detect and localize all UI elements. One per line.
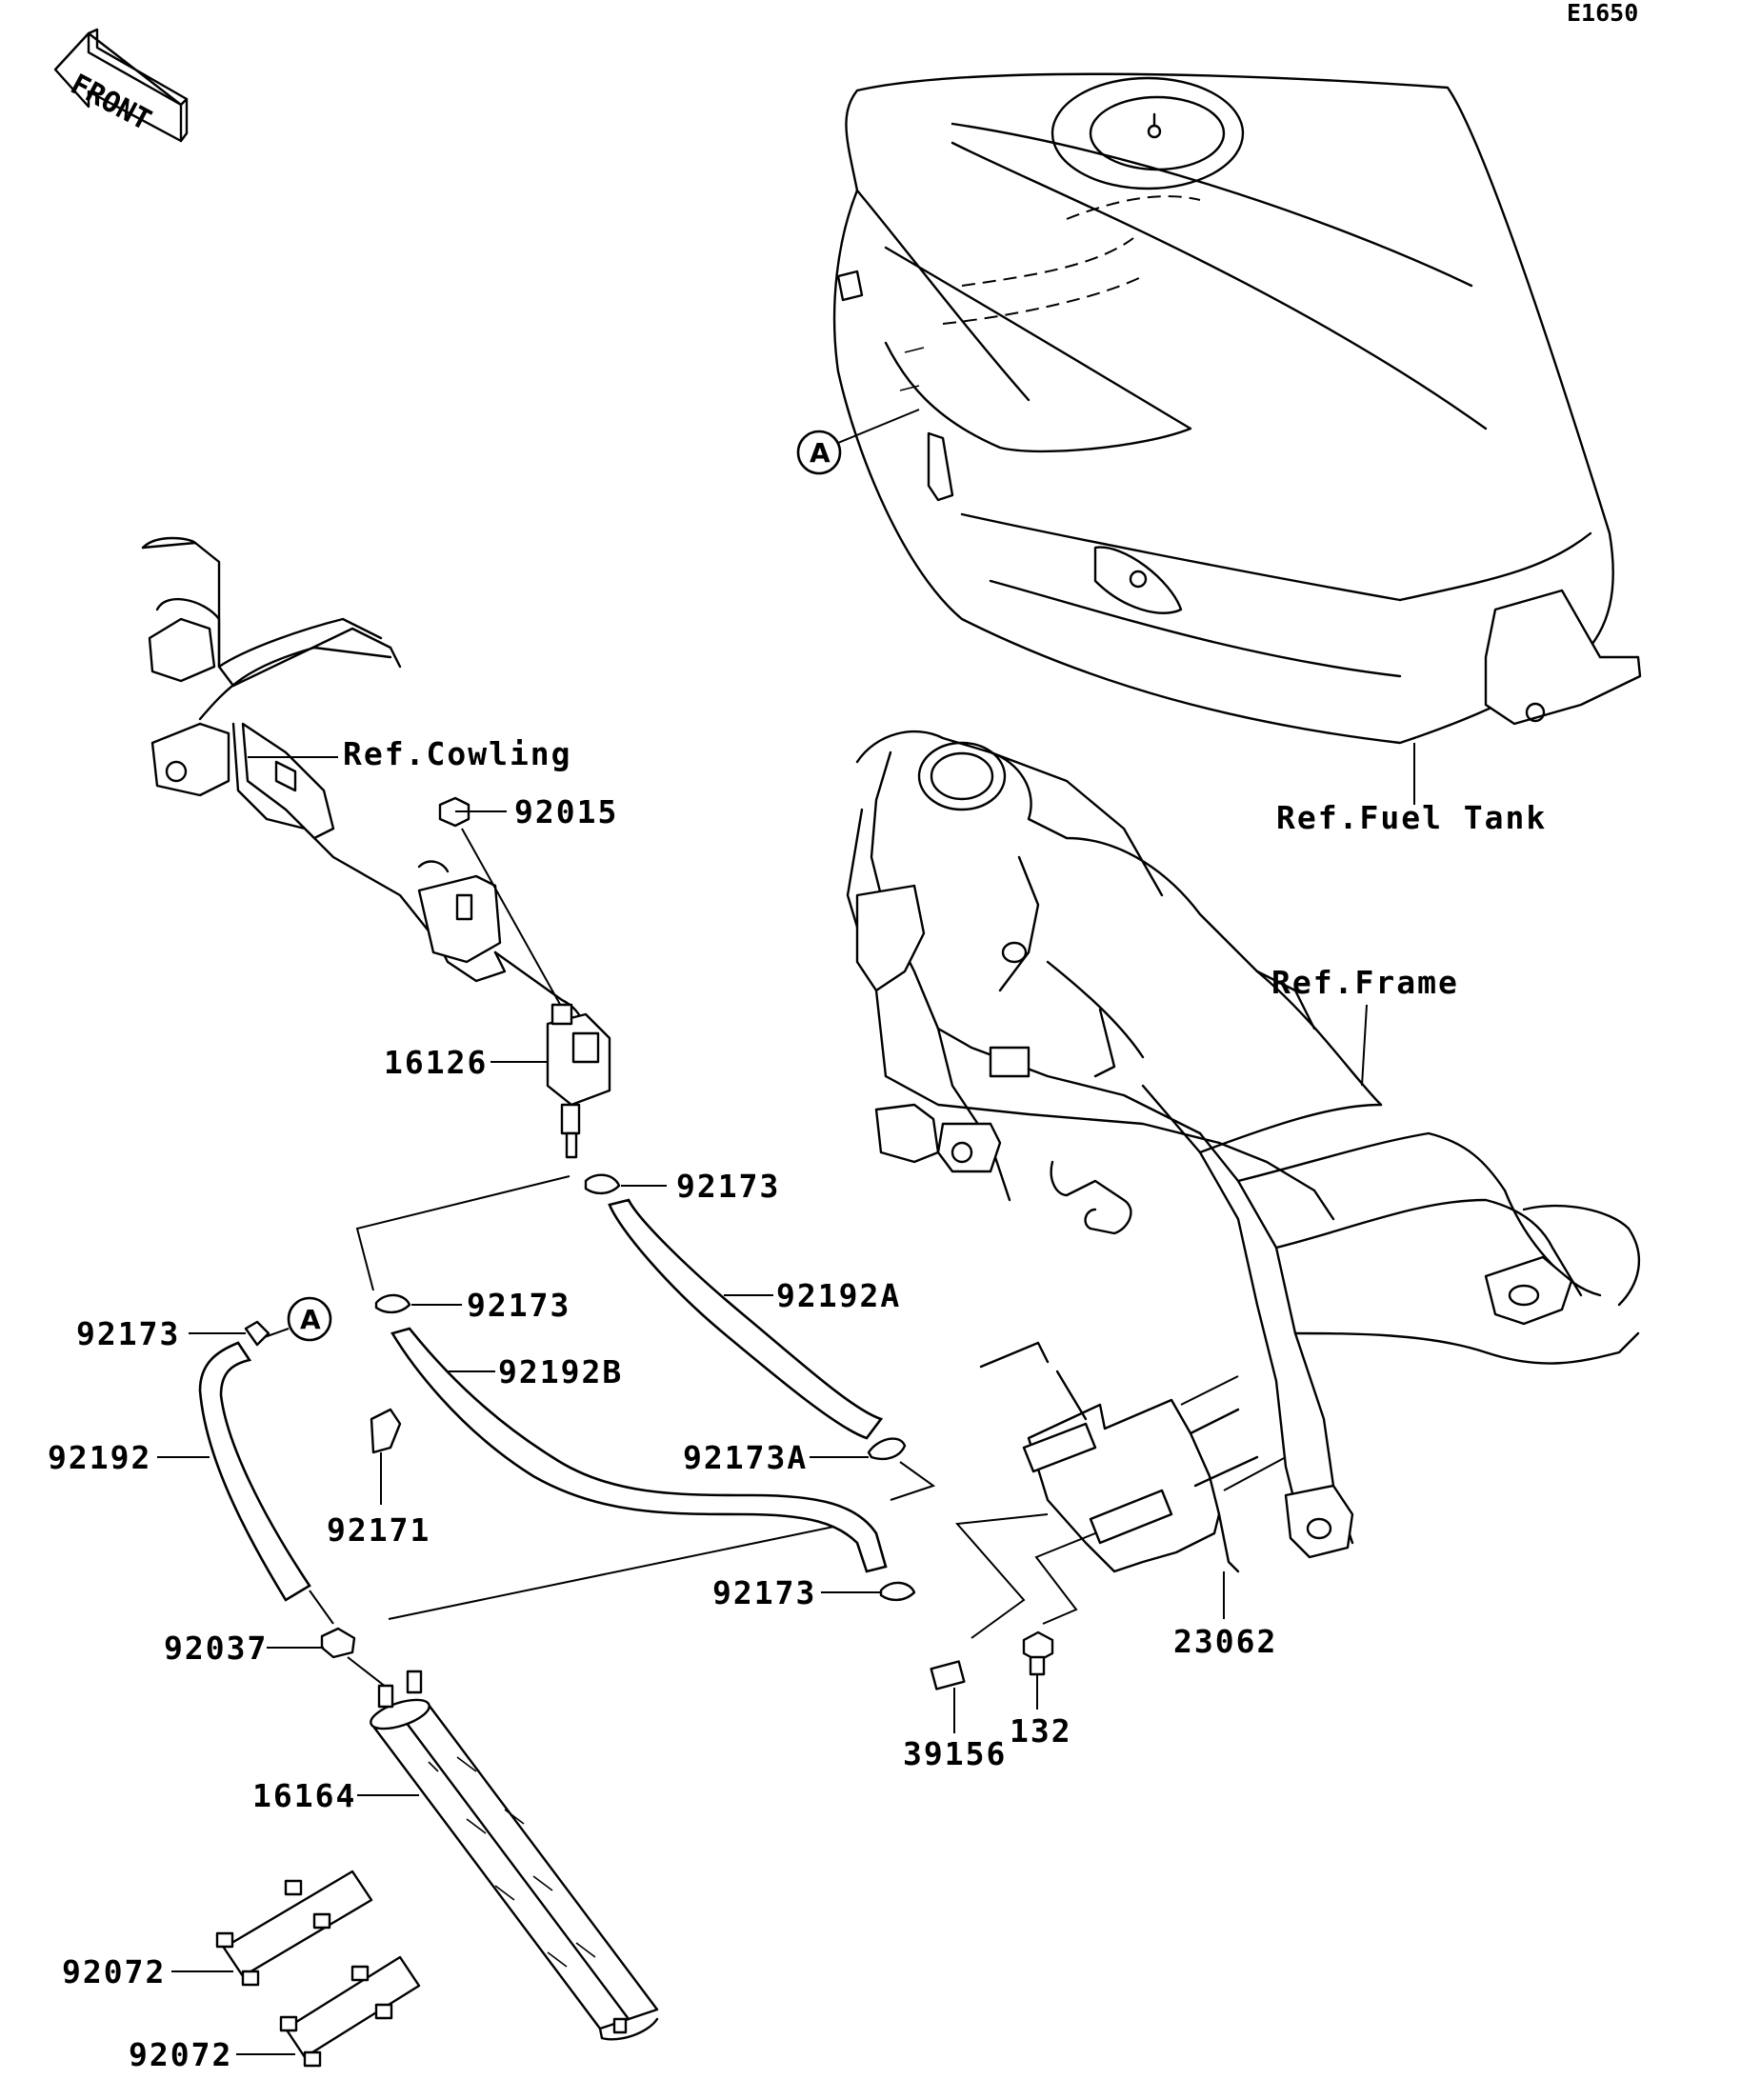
part-label-92015: 92015	[514, 793, 618, 830]
assembly-guide-line-5	[1223, 1456, 1287, 1491]
part-label-92072-upper: 92072	[62, 1953, 166, 1990]
diagram-code: E1650	[1567, 0, 1638, 27]
assembly-guide-line-2	[890, 1461, 936, 1501]
part-label-92173-top: 92173	[676, 1168, 780, 1205]
ref-frame-leader	[1361, 1004, 1368, 1087]
cowling-bracket-illustration	[141, 536, 583, 1040]
part-label-92171: 92171	[327, 1511, 430, 1549]
part-label-92192: 92192	[48, 1439, 151, 1476]
hose-92192	[157, 1341, 311, 1602]
bolt-132	[1022, 1630, 1054, 1710]
valve-16126	[490, 1003, 611, 1159]
ref-cowling-label: Ref.Cowling	[343, 735, 572, 772]
part-label-92072-lower: 92072	[129, 2036, 232, 2073]
pad-39156	[930, 1660, 966, 1733]
frame-illustration	[846, 730, 1641, 1559]
connection-marker-a-left: A	[261, 1296, 332, 1342]
clamp-92173-lower	[821, 1581, 916, 1602]
ref-frame-label: Ref.Frame	[1271, 964, 1459, 1001]
part-label-39156: 39156	[903, 1735, 1007, 1772]
strap-92072-upper	[171, 1870, 373, 1987]
clamp-92037	[267, 1590, 391, 1691]
svg-text:A: A	[810, 437, 830, 469]
assembly-guide-line-1	[355, 1175, 570, 1291]
part-label-92173-middle: 92173	[467, 1287, 570, 1324]
part-label-92173-left: 92173	[76, 1315, 180, 1352]
part-label-92173A: 92173A	[683, 1439, 808, 1476]
bracket-23062	[979, 1341, 1259, 1619]
part-label-16126: 16126	[384, 1044, 488, 1081]
svg-text:A: A	[300, 1304, 321, 1335]
clamp-92173-middle	[374, 1293, 462, 1314]
part-label-92037: 92037	[164, 1630, 268, 1667]
assembly-guide-line-4	[1180, 1375, 1239, 1406]
clamp-92173-left	[189, 1320, 270, 1347]
part-label-92173-lower: 92173	[712, 1574, 816, 1611]
clamp-92173-top	[584, 1173, 667, 1195]
connection-marker-a-tank: A	[796, 409, 920, 475]
part-label-16164: 16164	[252, 1777, 356, 1814]
part-label-92192A: 92192A	[776, 1277, 901, 1314]
nut-92015	[438, 796, 577, 1034]
strap-92072-lower	[236, 1955, 421, 2068]
hose-92192A	[608, 1198, 884, 1440]
clip-92171	[370, 1408, 402, 1505]
front-direction-arrow-icon: FRONT	[53, 28, 189, 143]
hose-92192B	[390, 1327, 888, 1573]
part-label-92192B: 92192B	[498, 1353, 623, 1390]
clip-92173A	[810, 1437, 907, 1461]
part-label-23062: 23062	[1173, 1623, 1277, 1660]
assembly-guide-line-3	[388, 1523, 849, 1620]
part-label-132: 132	[1010, 1712, 1072, 1750]
ref-fuel-tank-label: Ref.Fuel Tank	[1276, 799, 1547, 836]
canister-16164	[357, 1670, 659, 2041]
fuel-tank-illustration	[832, 72, 1642, 745]
assembly-guide-line-7	[1034, 1532, 1096, 1625]
assembly-guide-line-6	[954, 1513, 1049, 1639]
